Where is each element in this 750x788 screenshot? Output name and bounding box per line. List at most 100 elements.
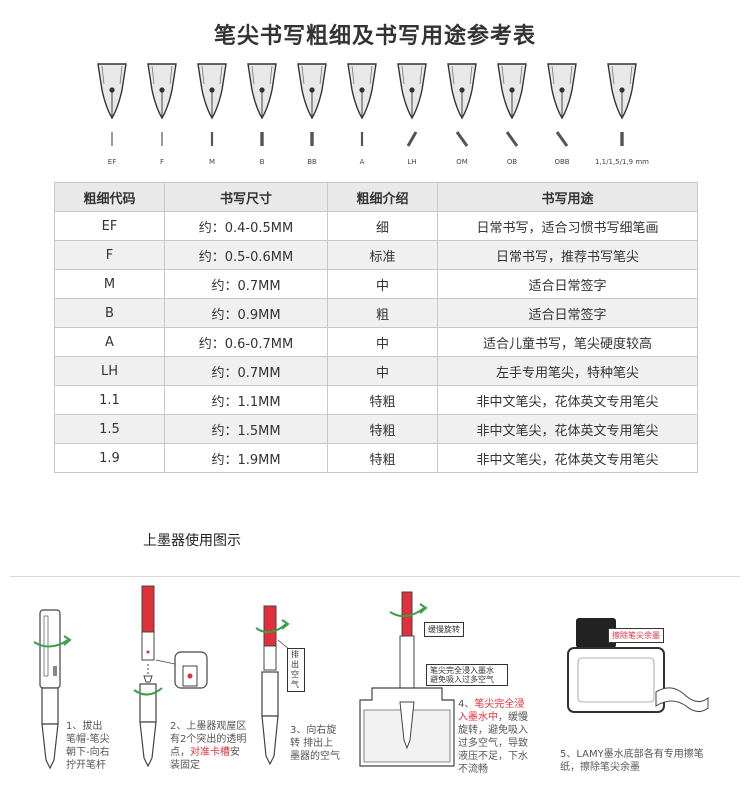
nib-item: BB bbox=[290, 60, 334, 172]
ink-bottle-wipe-icon bbox=[567, 618, 709, 713]
step-4-caption-line: 4、笔尖完全浸 bbox=[458, 698, 528, 711]
step-4-caption-highlight: 笔尖完全浸 bbox=[474, 699, 525, 710]
step-5-caption-line: 纸，擦除笔尖余墨 bbox=[560, 762, 640, 773]
step-4-caption-line: 液压不足，下水 bbox=[458, 751, 528, 762]
nib-label: BB bbox=[307, 158, 317, 166]
table-cell: 约：0.7MM bbox=[164, 269, 328, 299]
table-cell: F bbox=[54, 240, 165, 270]
table-cell: 标准 bbox=[327, 240, 438, 270]
step-3-caption-line: 转 排出上 bbox=[290, 738, 334, 749]
nib-icon bbox=[197, 63, 227, 146]
table-cell: 1.5 bbox=[54, 414, 165, 444]
step-3-illustration bbox=[250, 600, 310, 780]
table-cell: M bbox=[54, 269, 165, 299]
table-cell: 约：1.9MM bbox=[164, 443, 328, 473]
step-4-immerse-label: 笔尖完全浸入墨水 避免吸入过多空气 bbox=[426, 664, 508, 686]
step-3-caption: 3、向右旋 转 排出上 墨器的空气 bbox=[290, 724, 340, 763]
nib-item: B bbox=[240, 60, 284, 172]
nib-item: OM bbox=[440, 60, 484, 172]
table-cell: 约：0.4-0.5MM bbox=[164, 211, 328, 241]
step-4-caption-highlight: 入墨水中 bbox=[458, 712, 498, 723]
step-2-caption-text: 安 bbox=[230, 747, 240, 758]
step-3-box-label: 排出空气 bbox=[287, 648, 305, 692]
table-cell: 粗 bbox=[327, 298, 438, 328]
converter-section-title: 上墨器使用图示 bbox=[143, 533, 241, 549]
table-cell: 特粗 bbox=[327, 385, 438, 415]
step-1-caption-line: 笔帽-笔尖 bbox=[66, 734, 110, 745]
step-4-caption-line: 入墨水中，缓慢 bbox=[458, 711, 528, 724]
table-cell: 日常书写，推荐书写笔尖 bbox=[437, 240, 698, 270]
step-5-caption-line: 5、LAMY墨水底部各有专用擦笔 bbox=[560, 749, 704, 760]
nib-label: 1,1/1,5/1,9 mm bbox=[595, 158, 649, 166]
header-size: 书写尺寸 bbox=[164, 182, 328, 212]
table-cell: 特粗 bbox=[327, 443, 438, 473]
step-2-caption-line: 2、上墨器观屋区 bbox=[170, 721, 247, 732]
nib-icon bbox=[547, 63, 577, 147]
table-cell: 约：0.9MM bbox=[164, 298, 328, 328]
header-code: 粗细代码 bbox=[54, 182, 165, 212]
table-cell: 1.1 bbox=[54, 385, 165, 415]
nib-label: LH bbox=[407, 158, 417, 166]
step-1-caption-line: 朝下-向右 bbox=[66, 747, 110, 758]
step-2-caption-line: 有2个突出的透明 bbox=[170, 734, 247, 745]
step-5-box-label: 擦除笔尖余墨 bbox=[608, 628, 664, 643]
table-cell: 约：0.6-0.7MM bbox=[164, 327, 328, 357]
table-cell: 非中文笔尖，花体英文专用笔尖 bbox=[437, 385, 698, 415]
nib-item: EF bbox=[90, 60, 134, 172]
step-4-immerse-line: 笔尖完全浸入墨水 bbox=[430, 666, 494, 675]
nib-icon bbox=[247, 63, 277, 146]
step-2-illustration bbox=[120, 582, 230, 782]
nib-icon bbox=[347, 63, 377, 146]
nib-label: M bbox=[208, 158, 216, 166]
step-2-caption-highlight: 对准卡槽 bbox=[190, 747, 230, 758]
nib-icon bbox=[297, 63, 327, 146]
nib-icon bbox=[147, 63, 177, 146]
table-cell: 非中文笔尖，花体英文专用笔尖 bbox=[437, 414, 698, 444]
step-2-caption-line: 点，对准卡槽安 bbox=[170, 746, 246, 759]
step-4-caption-line: 过多空气，导致 bbox=[458, 738, 528, 749]
step-4-rotate-label: 缓慢旋转 bbox=[424, 622, 464, 637]
step-2-caption-text: 点， bbox=[170, 747, 190, 758]
nib-icon bbox=[397, 63, 427, 147]
nib-icon bbox=[497, 63, 527, 147]
pen-open-icon bbox=[33, 609, 72, 770]
nib-icon bbox=[447, 63, 477, 147]
step-3-caption-line: 3、向右旋 bbox=[290, 725, 337, 736]
table-cell: 非中文笔尖，花体英文专用笔尖 bbox=[437, 443, 698, 473]
step-3-caption-line: 墨器的空气 bbox=[290, 751, 340, 762]
table-cell: 适合日常签字 bbox=[437, 298, 698, 328]
table-cell: 特粗 bbox=[327, 414, 438, 444]
table-cell: 约：0.5-0.6MM bbox=[164, 240, 328, 270]
nib-item: 1,1/1,5/1,9 mm bbox=[595, 60, 649, 172]
nib-label: B bbox=[259, 158, 265, 166]
table-header-row: 粗细代码 书写尺寸 粗细介绍 书写用途 bbox=[54, 182, 698, 212]
table-cell: 约：1.1MM bbox=[164, 385, 328, 415]
nib-label: A bbox=[359, 158, 365, 166]
table-cell: 细 bbox=[327, 211, 438, 241]
table-cell: 左手专用笔尖，特种笔尖 bbox=[437, 356, 698, 386]
nib-icon bbox=[607, 63, 637, 146]
step-4-caption-line: 旋转，避免吸入 bbox=[458, 725, 528, 736]
table-cell: A bbox=[54, 327, 165, 357]
step-1-illustration bbox=[20, 600, 120, 780]
converter-twist-icon bbox=[255, 605, 291, 766]
step-4-immerse-line: 避免吸入过多空气 bbox=[430, 675, 494, 684]
nib-label: EF bbox=[107, 158, 117, 166]
nib-item: F bbox=[140, 60, 184, 172]
nib-label: OB bbox=[506, 158, 518, 166]
table-cell: 适合儿童书写，笔尖硬度较高 bbox=[437, 327, 698, 357]
table-cell: 1.9 bbox=[54, 443, 165, 473]
table-cell: 日常书写，适合习惯书写细笔画 bbox=[437, 211, 698, 241]
section-divider bbox=[10, 576, 740, 577]
step-2-caption: 2、上墨器观屋区 有2个突出的透明 点，对准卡槽安 装固定 bbox=[170, 720, 246, 772]
nib-label: OBB bbox=[554, 158, 570, 166]
header-width: 粗细介绍 bbox=[327, 182, 438, 212]
page-title: 笔尖书写粗细及书写用途参考表 bbox=[213, 24, 536, 49]
